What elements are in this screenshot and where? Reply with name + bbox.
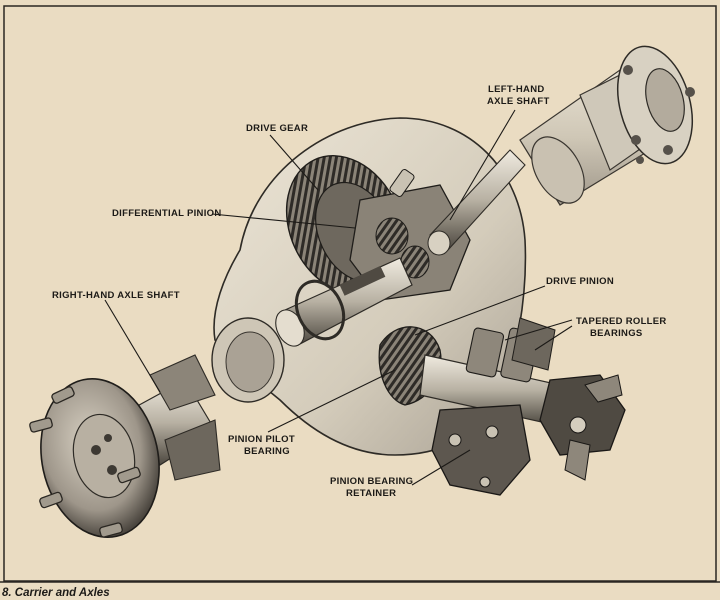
label-right-hand-axle-shaft: RIGHT-HAND AXLE SHAFT — [52, 290, 180, 301]
pinion-yoke — [539, 374, 626, 481]
label-pinion-pilot-bearing-line2: BEARING — [244, 446, 290, 457]
pinion-bearing-retainer — [431, 404, 531, 496]
right-hand-axle-shaft-hub — [29, 354, 221, 538]
page-frame — [3, 5, 717, 582]
left-hand-axle-shaft — [427, 149, 526, 256]
wheel-studs — [29, 386, 141, 538]
right-axle-inner-shaft — [275, 257, 413, 347]
label-drive-pinion: DRIVE PINION — [546, 276, 614, 287]
label-left-hand-axle-shaft-line2: AXLE SHAFT — [487, 96, 550, 107]
label-pinion-bearing-retainer-line1: PINION BEARING — [330, 476, 413, 487]
drive-pinion-assembly — [378, 317, 561, 426]
leader-lines — [104, 109, 573, 486]
left-hand-axle-tube — [519, 45, 695, 206]
label-pinion-pilot-bearing-line1: PINION PILOT — [228, 434, 295, 445]
tapered-roller-bearing-1 — [465, 327, 505, 378]
label-drive-gear: DRIVE GEAR — [246, 123, 308, 134]
label-tapered-roller-bearings-line2: BEARINGS — [590, 328, 643, 339]
label-differential-pinion: DIFFERENTIAL PINION — [112, 208, 222, 219]
label-pinion-bearing-retainer-line2: RETAINER — [346, 488, 396, 499]
label-left-hand-axle-shaft-line1: LEFT-HAND — [488, 84, 545, 95]
figure-caption: 8. Carrier and Axles — [2, 587, 110, 599]
differential-pinion-gear — [375, 217, 409, 255]
label-tapered-roller-bearings-line1: TAPERED ROLLER — [576, 316, 667, 327]
